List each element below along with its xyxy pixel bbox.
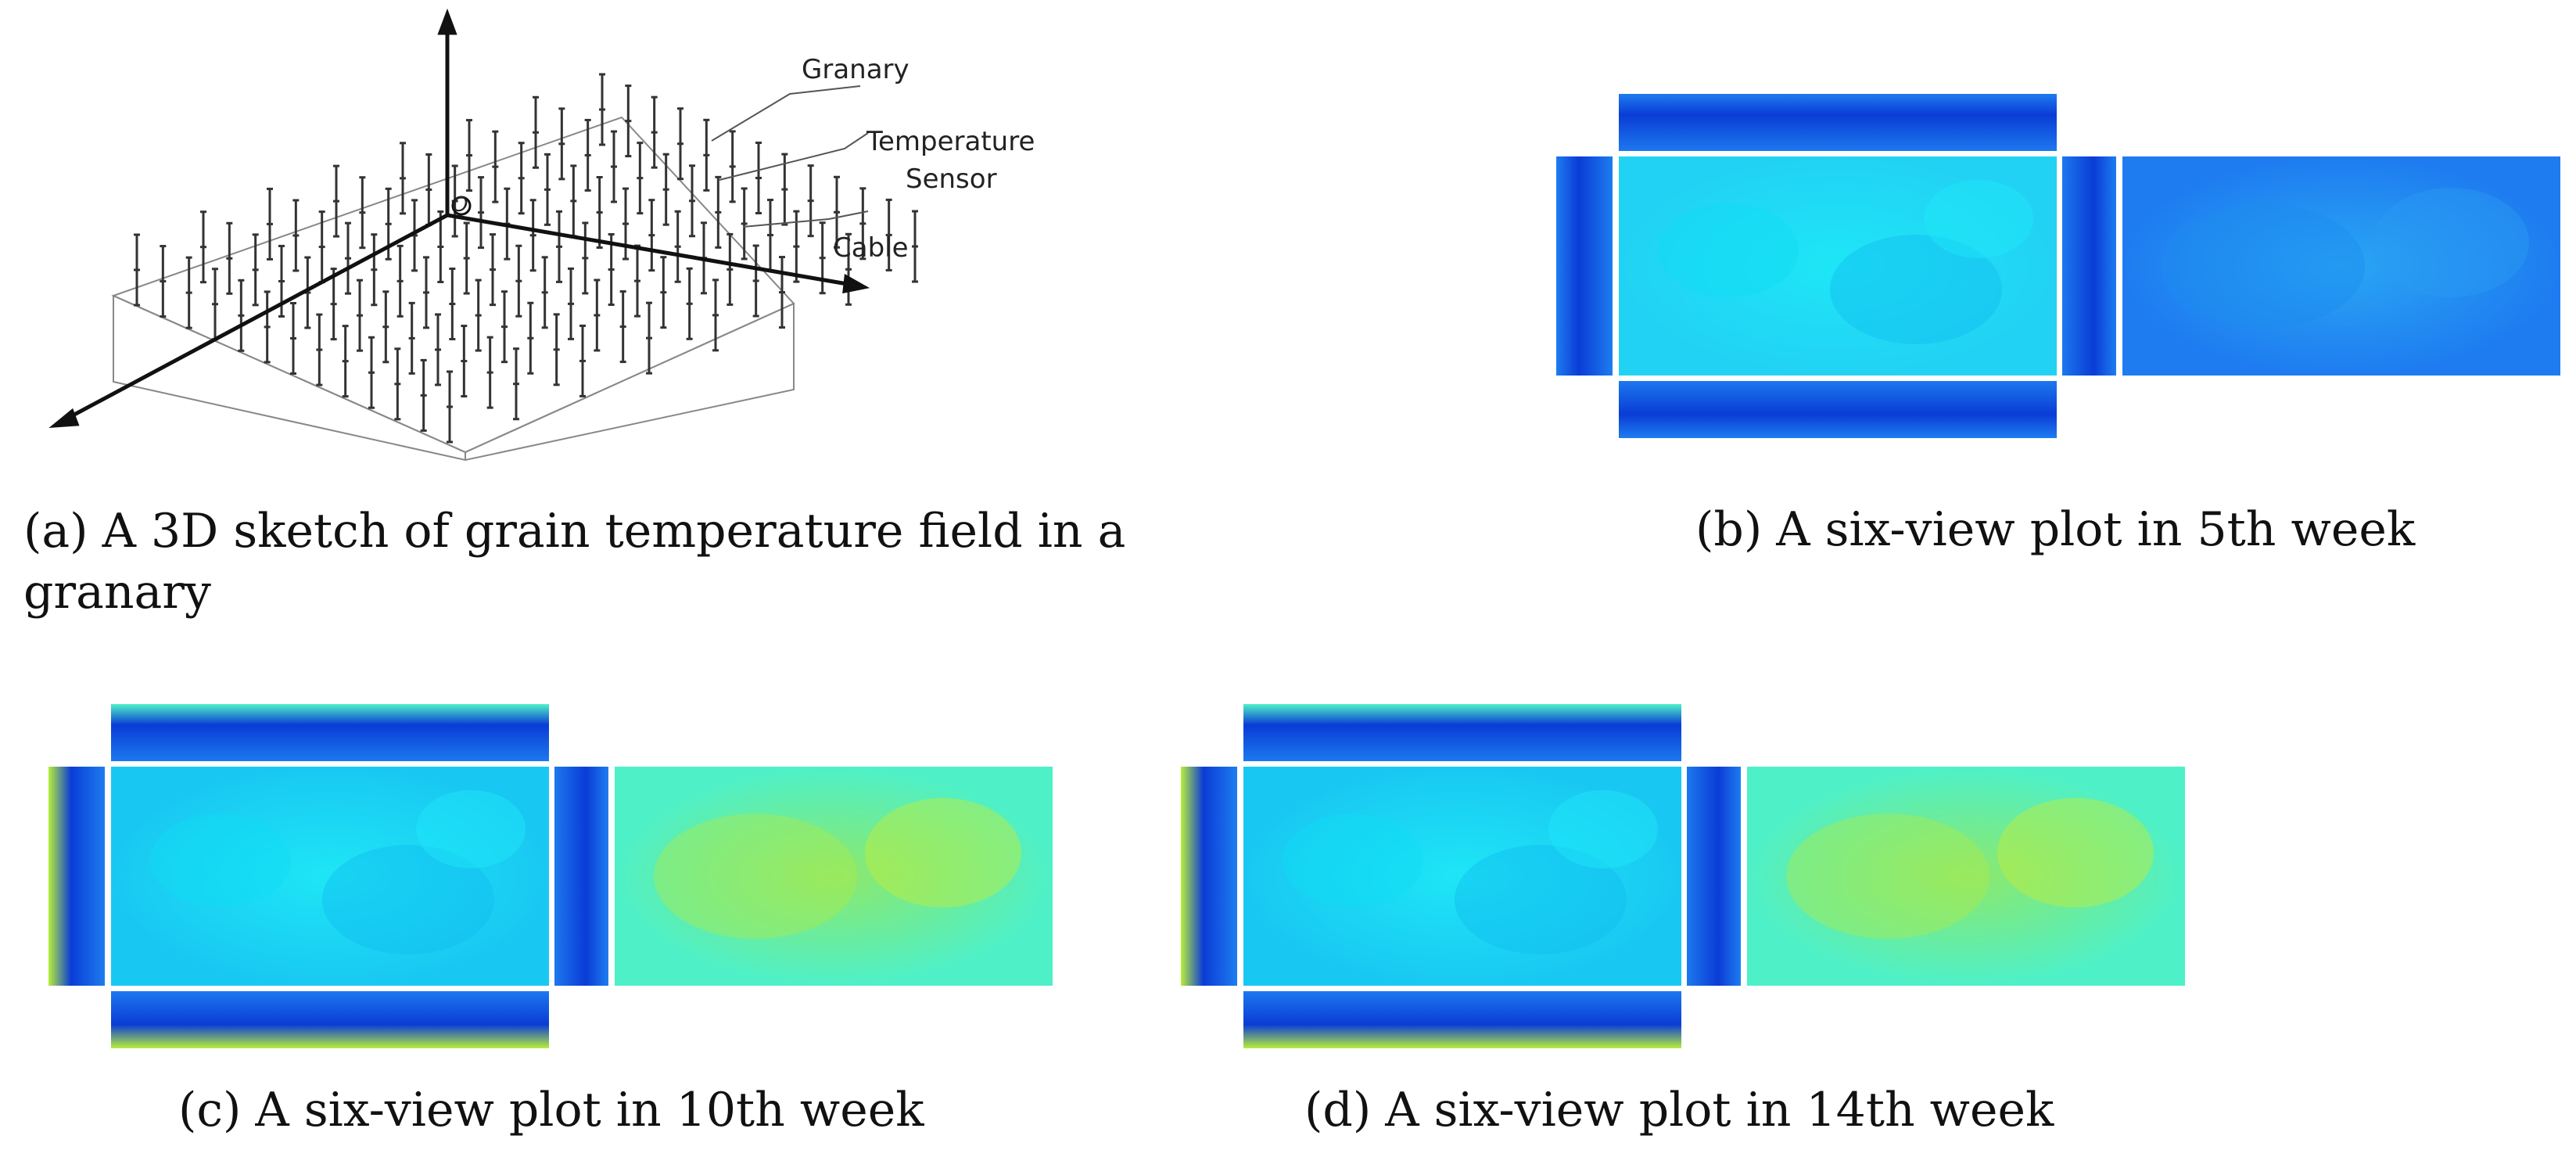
caption-c-text: A six-view plot in 10th week (255, 1083, 924, 1137)
contour-blob (1283, 814, 1423, 907)
caption-b-tag: (b) (1695, 502, 1763, 557)
origin-marker (451, 196, 472, 216)
view-bottom (1243, 989, 1681, 1048)
sensor-cable-grid (134, 73, 918, 444)
view-rear (1747, 767, 2185, 986)
view-main (1619, 156, 2057, 376)
view-right (1684, 767, 1741, 986)
temperature-sensor-label-line2: Sensor (906, 164, 997, 195)
contour-blob (654, 814, 857, 939)
view-rear (615, 767, 1053, 986)
temperature-sensor-label-line1: Temperature (866, 126, 1035, 157)
contour-blob (1548, 790, 1658, 868)
caption-b-text: A six-view plot in 5th week (1776, 502, 2416, 557)
view-top (1243, 704, 1681, 764)
panel-a: O Granary Temperature Sensor Cable (0, 0, 1095, 469)
contour-blob (1997, 798, 2154, 907)
caption-a: (a) A 3D sketch of grain temperature fiel… (23, 501, 1125, 623)
granary-label: Granary (802, 54, 909, 85)
view-left (48, 767, 105, 986)
contour-blob (150, 814, 291, 907)
caption-d-tag: (d) (1304, 1083, 1372, 1137)
view-bottom (1619, 379, 2057, 438)
view-main (1243, 767, 1681, 986)
main-view-frame (1613, 151, 2062, 381)
caption-a-tag: (a) (23, 504, 88, 559)
contour-blob (1786, 814, 1989, 939)
granary-3d-sketch: O Granary Temperature Sensor Cable (48, 8, 1035, 462)
caption-d-text: A six-view plot in 14th week (1385, 1083, 2054, 1137)
contour-blob (1830, 235, 2002, 344)
caption-b: (b)A six-view plot in 5th week (1695, 499, 2415, 560)
view-right (2060, 156, 2116, 376)
caption-d: (d)A six-view plot in 14th week (1304, 1080, 2054, 1141)
contour-blob (1455, 845, 1627, 954)
coordinate-axes (48, 8, 870, 429)
contour-blob (1924, 180, 2033, 258)
six-view-plot-week-5 (1556, 94, 2560, 438)
main-view-frame (1238, 761, 1687, 991)
contour-blob (322, 845, 494, 954)
view-top (111, 704, 549, 764)
caption-a-line1: A 3D sketch of grain temperature field i… (102, 504, 1126, 559)
contour-blob (865, 798, 1021, 907)
caption-c-tag: (c) (178, 1083, 242, 1137)
view-rear (2122, 156, 2560, 376)
contour-blob (1658, 203, 1799, 297)
panel-d (1181, 704, 2190, 1048)
granary-box (111, 116, 795, 462)
main-view-frame (106, 761, 554, 991)
panel-b (1556, 94, 2565, 454)
view-top (1619, 94, 2057, 153)
panel-c (48, 704, 1057, 1048)
contour-blob (416, 790, 526, 868)
caption-c: (c)A six-view plot in 10th week (178, 1080, 924, 1141)
view-right (552, 767, 608, 986)
leader-lines (711, 85, 869, 228)
six-view-plot-week-14 (1181, 704, 2185, 1048)
six-view-plot-week-10 (48, 704, 1053, 1048)
origin-label: O (452, 193, 468, 217)
view-main (111, 767, 549, 986)
caption-a-line2: granary (23, 565, 211, 620)
cable-label: Cable (833, 232, 909, 264)
view-left (1181, 767, 1237, 986)
contour-blob (2373, 188, 2529, 297)
view-bottom (111, 989, 549, 1048)
view-left (1556, 156, 1613, 376)
contour-blob (2162, 203, 2365, 329)
